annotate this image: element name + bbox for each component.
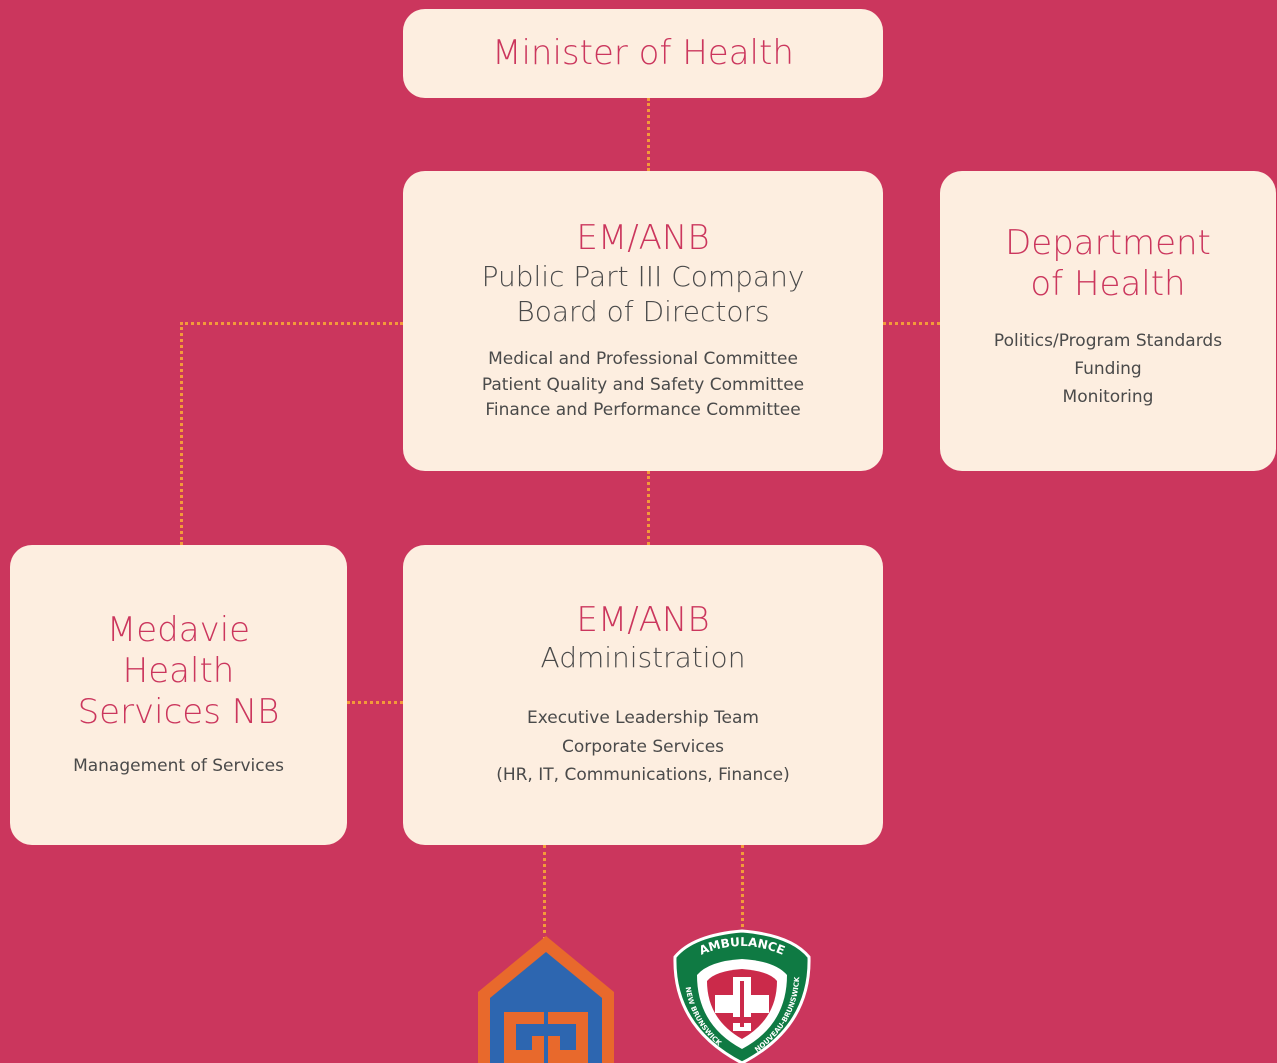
administration-item: (HR, IT, Communications, Finance) [496,765,790,786]
connector-minister-board [647,98,650,171]
board-of-directors-box: EM/ANB Public Part III Company Board of … [403,171,883,471]
administration-item-list: Executive Leadership Team Corporate Serv… [496,704,790,791]
department-of-health-box: Department of Health Politics/Program St… [940,171,1276,471]
connector-admin-logo-left [543,845,546,940]
board-subtitle-line2: Board of Directors [516,295,770,329]
connector-admin-logo-right [741,845,744,940]
house-logo-icon [478,936,614,1063]
department-item: Funding [1074,358,1142,379]
administration-box: EM/ANB Administration Executive Leadersh… [403,545,883,845]
connector-board-admin [647,471,650,545]
minister-of-health-box: Minister of Health [403,9,883,98]
connector-board-medavie-h [180,322,403,325]
connector-medavie-admin [347,701,403,704]
board-committee-item: Medical and Professional Committee [488,349,798,370]
department-responsibility-list: Politics/Program Standards Funding Monit… [994,327,1222,411]
medavie-box: Medavie Health Services NB Management of… [10,545,347,845]
minister-title: Minister of Health [492,33,794,74]
department-title-line1: Department [1005,223,1211,263]
medavie-title-line1: Medavie [106,610,251,651]
board-title: EM/ANB [576,218,710,259]
connector-board-doh [883,322,940,325]
board-subtitle-line1: Public Part III Company [481,259,805,293]
department-title-line2: of Health [1030,263,1186,304]
administration-subtitle: Administration [540,641,746,675]
administration-item: Corporate Services [561,736,725,757]
department-item: Monitoring [1062,386,1154,407]
ambulance-nb-logo-icon: AMBULANCE NEW BRUNSWICK NOUVEAU-BRUNSWIC… [673,929,811,1063]
administration-item: Executive Leadership Team [527,707,759,728]
medavie-title-line2: Health [122,650,235,691]
connector-board-medavie-v [180,322,183,545]
medavie-item-list: Management of Services [73,754,284,780]
board-committee-item: Finance and Performance Committee [485,400,801,421]
board-committee-list: Medical and Professional Committee Patie… [482,347,804,424]
department-item: Politics/Program Standards [993,330,1223,351]
administration-title: EM/ANB [576,599,710,640]
board-committee-item: Patient Quality and Safety Committee [481,374,805,395]
medavie-item: Management of Services [73,756,284,777]
medavie-title-line3: Services NB [77,691,280,732]
